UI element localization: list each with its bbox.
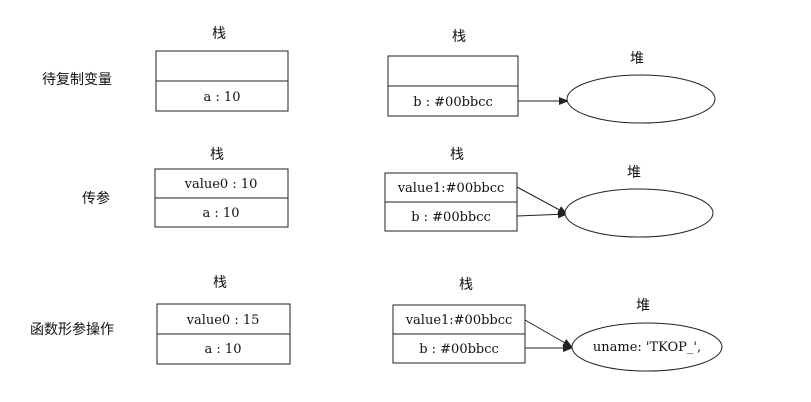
row-3: 函数形参操作 栈 value0 : 15 a : 10 栈 value1:#00… [30,275,723,372]
row-2: 传参 栈 value0 : 10 a : 10 栈 value1:#00bbcc… [82,147,714,238]
row-1-left-stack-bottom: a : 10 [204,90,241,105]
row-2-right-stack-label: 栈 [450,147,464,163]
row-3-right-stack-top: value1:#00bbcc [405,313,513,328]
row-2-right-stack-top: value1:#00bbcc [397,181,505,196]
row-3-left-stack-top: value0 : 15 [186,313,260,328]
row-2-right-stack: value1:#00bbcc b : #00bbcc [384,172,518,232]
row-1-left-stack-label: 栈 [212,26,226,42]
row-2-right-stack-bottom: b : #00bbcc [411,210,491,225]
row-1-right-stack-label: 栈 [452,29,466,45]
row-3-heap-object: uname: 'TKOP_', [571,322,723,372]
row-3-left-stack: value0 : 15 a : 10 [156,303,291,365]
row-2-left-stack-top: value0 : 10 [184,177,258,192]
row-2-title: 传参 [82,190,110,207]
row-2-left-stack: value0 : 10 a : 10 [154,168,289,228]
row-1-title: 待复制变量 [42,71,112,88]
row-3-heap-text: uname: 'TKOP_', [593,340,701,355]
row-2-heap-object [564,188,714,238]
row-3-left-stack-bottom: a : 10 [205,342,242,357]
row-1-heap-label: 堆 [630,51,644,67]
row-1-heap-object [566,74,716,124]
row-1: 待复制变量 栈 a : 10 栈 b : #00bbcc 堆 [42,26,716,124]
row-3-title: 函数形参操作 [30,321,114,338]
row-3-arrow-value1 [524,319,573,348]
row-3-right-stack: value1:#00bbcc b : #00bbcc [392,304,526,364]
row-3-right-stack-label: 栈 [459,277,473,293]
row-1-right-stack-bottom: b : #00bbcc [413,95,493,110]
row-1-left-stack: a : 10 [155,50,289,112]
row-2-heap-label: 堆 [627,165,641,181]
row-1-right-stack: b : #00bbcc [387,55,519,117]
row-2-left-stack-label: 栈 [210,147,224,163]
row-2-left-stack-bottom: a : 10 [203,206,240,221]
row-2-arrow-value1 [516,186,568,215]
row-3-right-stack-bottom: b : #00bbcc [419,342,499,357]
row-2-arrow-b [516,210,568,219]
row-3-heap-label: 堆 [636,298,650,314]
row-3-left-stack-label: 栈 [213,275,227,291]
